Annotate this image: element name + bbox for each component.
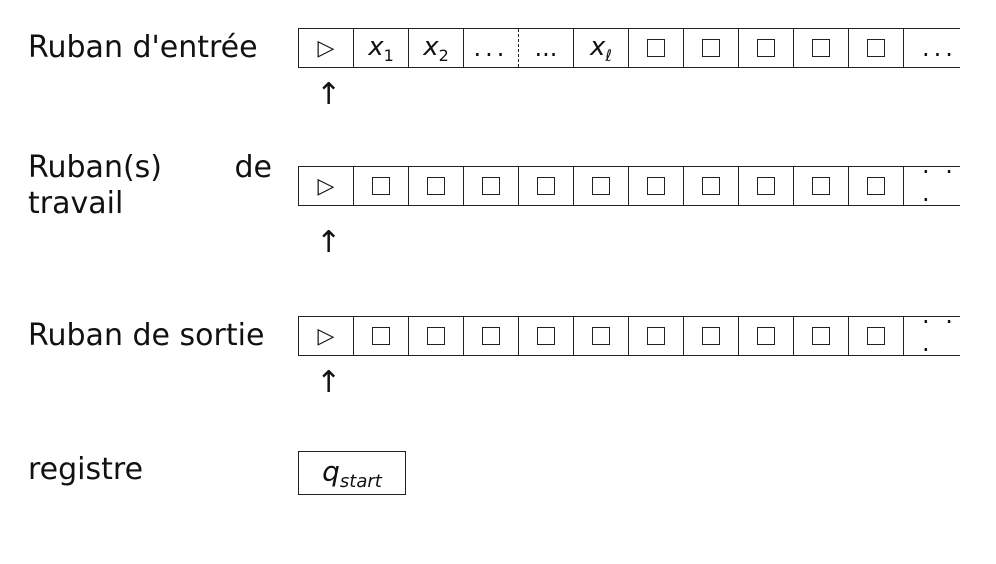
ellipsis: ...: [534, 34, 558, 62]
blank-symbol-icon: [812, 177, 830, 195]
tape-cell-blank: [464, 317, 519, 355]
ellipsis: · · ·: [922, 158, 957, 214]
tape-cell-blank: [574, 167, 629, 205]
blank-symbol-icon: [482, 177, 500, 195]
input-tape-head-arrow-icon: ↑: [316, 77, 342, 112]
tape-cell-blank: [629, 317, 684, 355]
tape-cell-blank: [739, 29, 794, 67]
tape-cell-blank: [409, 167, 464, 205]
tape-continuation: ...: [904, 29, 960, 67]
state-q-start: qstart: [322, 454, 382, 492]
tape-cell-blank: [464, 167, 519, 205]
tape-cell-blank: [354, 317, 409, 355]
blank-symbol-icon: [702, 39, 720, 57]
tape-cell-blank: [684, 167, 739, 205]
ellipsis: · · ·: [922, 308, 957, 364]
blank-symbol-icon: [702, 327, 720, 345]
symbol-x2: x2: [423, 31, 449, 65]
tape-cell-start: ▷: [299, 29, 354, 67]
tape-cell-blank: [354, 167, 409, 205]
blank-symbol-icon: [757, 39, 775, 57]
output-tape-label: Ruban de sortie: [28, 318, 265, 353]
input-tape-label: Ruban d'entrée: [28, 30, 258, 65]
tape-cell-x1: x1: [354, 29, 409, 67]
tape-cell-start: ▷: [299, 167, 354, 205]
blank-symbol-icon: [427, 177, 445, 195]
output-tape: ▷ · · ·: [298, 308, 960, 364]
tape-cell-blank: [849, 29, 904, 67]
blank-symbol-icon: [372, 327, 390, 345]
tape-cell-start: ▷: [299, 317, 354, 355]
tape-cell-blank: [629, 29, 684, 67]
tape-cell-x2: x2: [409, 29, 464, 67]
tape-cell-blank: [794, 167, 849, 205]
tape-cell-blank: [574, 317, 629, 355]
tape-cell-blank: [794, 29, 849, 67]
blank-symbol-icon: [647, 327, 665, 345]
output-tape-head-arrow-icon: ↑: [316, 365, 342, 400]
blank-symbol-icon: [427, 327, 445, 345]
blank-symbol-icon: [812, 39, 830, 57]
work-tape-head-arrow-icon: ↑: [316, 225, 342, 260]
tape-cell-ellipsis: ...: [464, 29, 519, 67]
blank-symbol-icon: [757, 177, 775, 195]
blank-symbol-icon: [482, 327, 500, 345]
register-label: registre: [28, 452, 144, 487]
blank-symbol-icon: [592, 327, 610, 345]
tape-continuation: · · ·: [904, 158, 960, 214]
blank-symbol-icon: [867, 327, 885, 345]
blank-symbol-icon: [867, 177, 885, 195]
tape-cell-blank: [739, 317, 794, 355]
tape-cell-blank: [684, 29, 739, 67]
work-tape-label: Ruban(s) de travail: [28, 150, 272, 221]
tape-continuation: · · ·: [904, 308, 960, 364]
tape-cell-blank: [629, 167, 684, 205]
blank-symbol-icon: [647, 39, 665, 57]
start-marker-icon: ▷: [317, 323, 335, 349]
tape-cell-blank: [519, 317, 574, 355]
tape-cell-blank: [409, 317, 464, 355]
blank-symbol-icon: [647, 177, 665, 195]
blank-symbol-icon: [372, 177, 390, 195]
register-box: qstart: [298, 451, 406, 495]
tape-cell-blank: [849, 167, 904, 205]
tape-cell-blank: [519, 167, 574, 205]
input-tape: ▷ x1 x2 ... ... xℓ ...: [298, 28, 960, 68]
blank-symbol-icon: [702, 177, 720, 195]
tape-cell-xl: xℓ: [574, 29, 629, 67]
tape-cell-blank: [739, 167, 794, 205]
work-tape: ▷ · · ·: [298, 158, 960, 214]
blank-symbol-icon: [537, 327, 555, 345]
start-marker-icon: ▷: [317, 35, 335, 61]
tape-cell-blank: [794, 317, 849, 355]
tape-cell-ellipsis: ...: [519, 29, 574, 67]
start-marker-icon: ▷: [317, 173, 335, 199]
ellipsis: ...: [922, 34, 957, 62]
ellipsis: ...: [473, 34, 509, 62]
blank-symbol-icon: [812, 327, 830, 345]
blank-symbol-icon: [592, 177, 610, 195]
symbol-xl: xℓ: [590, 31, 612, 65]
tape-cell-blank: [849, 317, 904, 355]
tape-cell-blank: [684, 317, 739, 355]
symbol-x1: x1: [368, 31, 394, 65]
blank-symbol-icon: [757, 327, 775, 345]
blank-symbol-icon: [867, 39, 885, 57]
blank-symbol-icon: [537, 177, 555, 195]
